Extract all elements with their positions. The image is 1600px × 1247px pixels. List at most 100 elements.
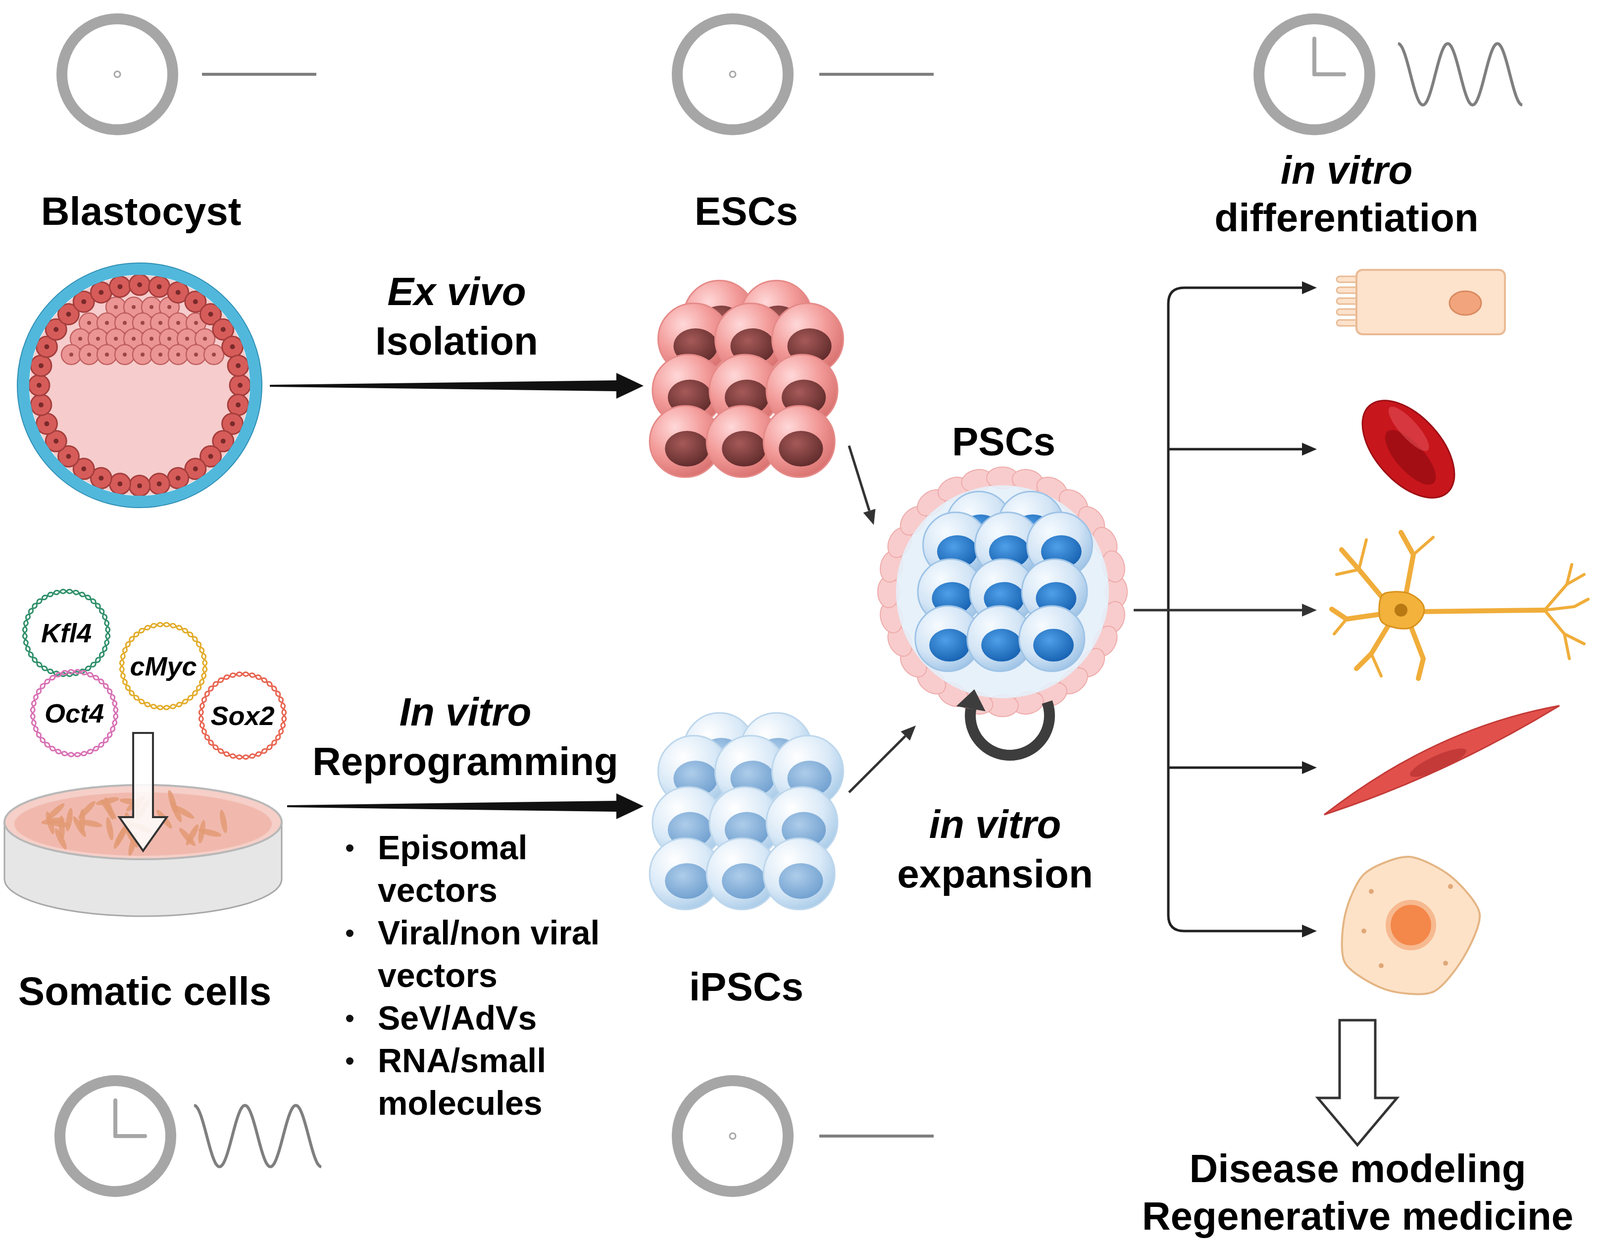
inner-cell-nucleus [149,304,154,309]
trophectoderm-nucleus [235,402,241,408]
clock-face [1258,18,1370,130]
trophectoderm-nucleus [235,362,241,368]
inner-cell-nucleus [122,320,127,325]
clock-hand [113,1100,118,1136]
blastocyst-illustration [17,262,262,508]
factor-name: Kfl4 [41,616,92,650]
inner-cell-nucleus [104,320,109,325]
trophectoderm-nucleus [230,421,236,427]
bracket-arrowhead [1301,281,1317,295]
arrowhead [1301,603,1317,617]
arrowhead [900,725,916,741]
stage-heading: ESCs [694,187,799,236]
neurite [1336,569,1359,575]
tapered-arrow [269,372,644,399]
somatic-cell [104,816,115,841]
neurite [1358,539,1367,570]
trophectoderm-nucleus [53,438,59,444]
neurite [1544,599,1589,610]
plasmid-node: cMyc [118,621,208,711]
inner-cell [203,344,224,365]
trophectoderm-nucleus [237,382,243,388]
trophectoderm-cell [149,276,170,298]
trophectoderm-nucleus [44,344,50,350]
cell-nucleus [664,862,709,899]
inner-cell-nucleus [96,336,100,341]
trophectoderm-cell [30,354,52,376]
inner-cell-nucleus [87,320,92,325]
inner-cell-nucleus [185,336,190,341]
application-text: Regenerative medicine [1142,1192,1574,1240]
trophectoderm-nucleus [220,326,226,332]
plasmid-strand [30,669,118,756]
oscillation-wave [1398,43,1523,105]
trophectoderm-cell [28,374,50,396]
neuron-nucleus [1394,603,1408,617]
cell-sphere [1019,605,1085,672]
flat-rhythm-line [201,72,317,76]
clock-hand [1312,38,1317,75]
muscle-body [1324,705,1560,815]
process-label: in vitro expansion [886,799,1104,899]
inner-cell-nucleus [113,336,118,341]
trophectoderm-nucleus [53,326,59,332]
method-item: Episomal vectors [377,825,641,911]
esc-node: ESCs [643,187,850,478]
epithelial-cell [1336,269,1505,335]
smooth-muscle-cell [1324,705,1560,815]
trophectoderm-cell [129,274,150,296]
inner-cell-nucleus [158,320,163,325]
method-item: SeV/AdVs [377,996,641,1039]
neuron-soma [1379,591,1425,629]
clock-icon [677,18,789,130]
clock-icon [59,1080,171,1192]
trophectoderm-cell [36,413,57,435]
expansion-arrowhead [956,689,986,712]
cell-nucleus [664,430,709,467]
neuron [1331,532,1589,679]
differentiation-node: in vitro differentiation [1316,247,1595,1020]
epithelial-body [1356,269,1505,335]
inner-cell-nucleus [140,352,145,357]
inner-cell-nucleus [131,336,136,341]
zona-outline [17,262,262,508]
organelle-dot [1378,962,1384,968]
inner-cell [186,344,206,365]
trophectoderm-nucleus [208,311,214,317]
inner-cell-nucleus [211,352,216,357]
trophectoderm-nucleus [193,466,199,472]
clock-face [677,18,789,130]
inner-cell-nucleus [131,304,136,309]
plasmid-strand [30,669,118,756]
ipsc-node: iPSCs [643,732,850,1011]
somatic-cell [218,808,229,834]
neurite [1421,609,1545,612]
clock-face [59,1080,171,1192]
inner-cell [79,344,100,365]
inner-cell-nucleus [122,352,127,357]
trophectoderm-cell [109,473,131,495]
oscillation-wave [194,1104,322,1167]
inner-cell [61,344,82,365]
trophectoderm-cell [227,354,249,376]
flat-rhythm-line [819,72,934,76]
cell-nucleus [1033,628,1074,662]
thin-connector [1133,603,1317,617]
inner-cell-nucleus [87,352,92,357]
clock-center [114,71,121,78]
blastocoel [29,275,250,496]
plasmid-strand [22,589,110,676]
clock-hand [115,1133,146,1138]
plasmid-strand [22,589,110,676]
somatic-cell [184,822,201,847]
arrowhead [863,508,876,525]
clock-icon [1258,18,1370,130]
inner-cell-nucleus [113,304,118,309]
cell-sphere [763,405,835,478]
somatic-node: Somatic cells [2,777,288,1015]
neurite [1356,624,1389,669]
trophectoderm-nucleus [156,481,162,487]
trophectoderm-cell [229,374,251,396]
bracket-arrowhead [1301,442,1317,456]
